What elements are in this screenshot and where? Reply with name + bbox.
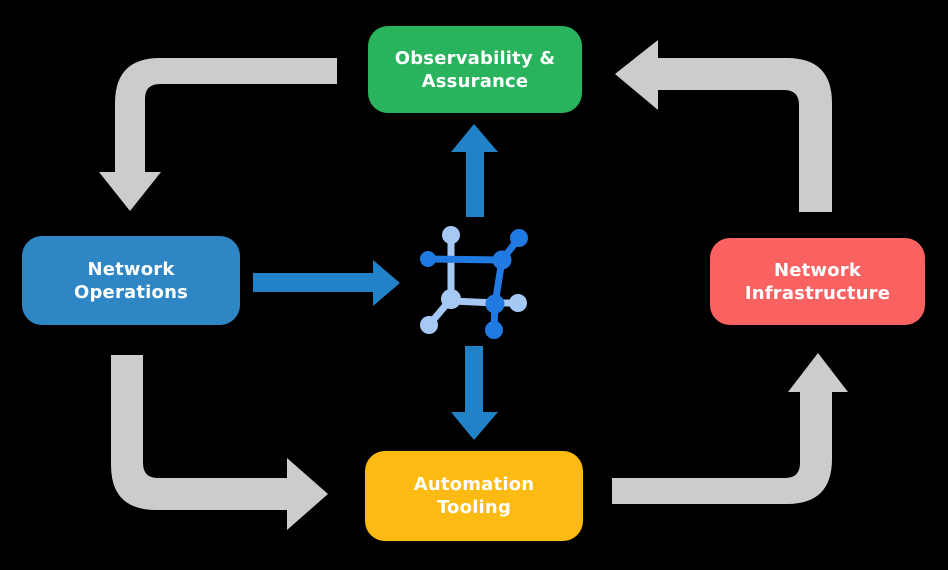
flow-arrow-center-to-observability — [451, 124, 498, 217]
node-label-line: Tooling — [436, 497, 512, 518]
cycle-arrow-observability-to-operations — [99, 58, 337, 211]
node-label-line: Assurance — [421, 70, 529, 92]
node-automation-tooling: Automation Tooling — [365, 451, 583, 541]
node-label-line: Automation — [413, 474, 535, 495]
node-network-operations: Network Operations — [22, 236, 240, 325]
flow-arrow-center-to-automation — [451, 346, 498, 440]
network-mesh-icon-light-part — [420, 226, 527, 334]
cycle-arrow-automation-to-infrastructure — [612, 353, 848, 504]
node-observability-assurance: Observability & Assurance — [368, 26, 582, 113]
cycle-arrow-infrastructure-to-observability — [615, 40, 832, 212]
node-label-line: Operations — [73, 281, 189, 303]
node-label-line: Infrastructure — [744, 282, 891, 304]
node-label-line: Observability & — [394, 47, 556, 69]
node-label-line: Network — [773, 259, 862, 281]
node-network-infrastructure: Network Infrastructure — [710, 238, 925, 325]
node-label-line: Network — [87, 258, 175, 280]
network-mesh-icon — [420, 226, 528, 339]
cycle-arrow-operations-to-automation — [111, 355, 328, 530]
flow-arrow-operations-to-center — [253, 260, 400, 306]
network-mesh-icon-dark-part — [420, 229, 528, 339]
